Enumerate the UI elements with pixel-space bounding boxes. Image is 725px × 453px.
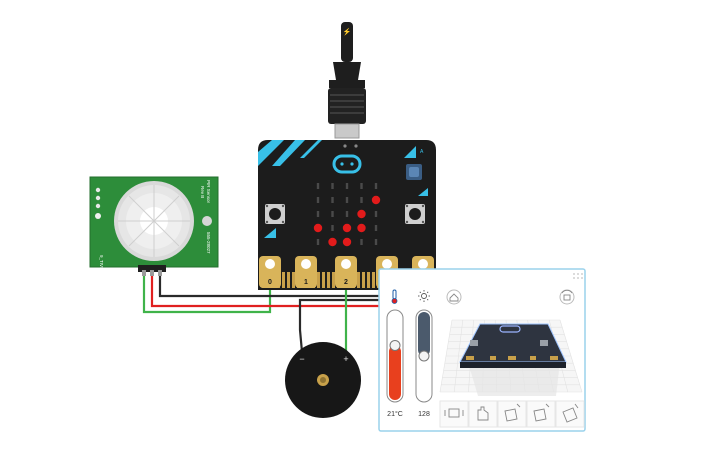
- led-off: [331, 197, 334, 203]
- pin-pad-1[interactable]: [295, 256, 317, 288]
- pin-hole: [382, 259, 392, 269]
- pin-label: 1: [304, 279, 308, 286]
- pir-sensor[interactable]: 9_TIV8ONIH PIR Sensor Rev B 555-28027: [89, 176, 219, 281]
- gesture-button-tilt-left[interactable]: [497, 400, 527, 428]
- pin-label: 2: [344, 279, 348, 286]
- orientation-3d-view[interactable]: [439, 319, 583, 396]
- led-on: [371, 195, 381, 205]
- accent-stripe: [264, 228, 276, 238]
- led-off: [345, 197, 349, 203]
- grid-line: [453, 319, 464, 393]
- led-off: [316, 183, 320, 189]
- led-on: [357, 223, 366, 233]
- led-off: [345, 211, 349, 217]
- temperature-value: 21°C: [387, 410, 403, 418]
- led-on: [357, 209, 366, 219]
- accent-stripe: [300, 140, 322, 158]
- accent-stripe: [418, 188, 428, 196]
- led-on: [342, 237, 352, 247]
- pin-label: 0: [268, 279, 272, 286]
- piezo-buzzer[interactable]: − +: [285, 342, 361, 418]
- led-off: [360, 183, 363, 189]
- wire-green-pir-to-pin0: [142, 270, 272, 314]
- pir-rev-label: Rev B: [200, 186, 205, 198]
- edge-pad: [282, 272, 285, 288]
- shake-icon: [448, 408, 460, 418]
- pin-pad-2[interactable]: [335, 256, 357, 288]
- led-off: [374, 225, 378, 231]
- gesture-bar: [439, 400, 585, 428]
- button-b[interactable]: [405, 204, 425, 224]
- edge-pad: [327, 272, 330, 288]
- led-off: [316, 239, 320, 245]
- usb-cable[interactable]: ⚡: [328, 22, 366, 139]
- light-slider[interactable]: [415, 309, 433, 403]
- led-off: [331, 183, 334, 189]
- svg-text:A: A: [420, 149, 424, 155]
- edge-pad: [362, 272, 365, 288]
- microbit-board[interactable]: A 0123VGND: [258, 140, 436, 290]
- button-a[interactable]: [265, 204, 285, 224]
- gesture-button-tilt-up[interactable]: [555, 400, 585, 428]
- sun-icon: [418, 290, 430, 302]
- pin-hole: [301, 259, 311, 269]
- led-off: [316, 211, 320, 217]
- led-off: [331, 211, 334, 217]
- tilt-left-icon: [504, 403, 521, 422]
- edge-pad: [287, 272, 290, 288]
- led-off: [374, 183, 378, 189]
- light-value: 128: [418, 411, 430, 418]
- gesture-button-tilt-right[interactable]: [526, 400, 556, 428]
- thermometer-icon: [391, 289, 398, 304]
- accent-stripe: [258, 140, 284, 166]
- grid-line: [439, 319, 453, 393]
- led-off: [345, 183, 349, 189]
- edge-pad: [292, 272, 295, 288]
- pin-hole: [341, 259, 351, 269]
- led-off: [374, 239, 378, 245]
- edge-pad: [322, 272, 325, 288]
- accent-stripe: [272, 140, 305, 166]
- rotate-icon[interactable]: [559, 289, 575, 305]
- led-off: [331, 225, 334, 231]
- edge-pad: [367, 272, 370, 288]
- led-off: [360, 239, 363, 245]
- buzzer-minus-label: −: [299, 354, 304, 364]
- led-on: [342, 223, 352, 233]
- drag-handle-icon[interactable]: [573, 273, 583, 279]
- pin-hole: [418, 259, 428, 269]
- tilt-right-icon: [533, 403, 550, 422]
- edge-pad: [317, 272, 320, 288]
- sim-panel: 21°C 128: [378, 268, 586, 432]
- edge-pad: [372, 272, 375, 288]
- led-matrix: [313, 183, 381, 247]
- pir-title-label: PIR Sensor: [206, 180, 211, 204]
- buzzer-plus-label: +: [343, 354, 348, 364]
- gesture-button-hand[interactable]: [468, 400, 498, 428]
- grid-line: [559, 319, 583, 393]
- tilt-up-icon: [562, 403, 579, 423]
- led-off: [374, 211, 378, 217]
- gesture-hand-icon: [477, 406, 489, 421]
- edge-pad: [332, 272, 335, 288]
- pir-part-label: 555-28027: [206, 232, 211, 254]
- home-icon[interactable]: [446, 289, 462, 305]
- gesture-button-shake[interactable]: [439, 400, 469, 428]
- pin-pad-0[interactable]: [259, 256, 281, 288]
- accent-stripe: [404, 146, 416, 158]
- usb-bolt-icon: ⚡: [343, 27, 352, 36]
- led-on: [313, 223, 323, 233]
- led-off: [316, 197, 320, 203]
- led-off: [360, 197, 363, 203]
- touch-logo[interactable]: [332, 154, 362, 174]
- temperature-slider[interactable]: [386, 309, 404, 403]
- pir-left-label: 9_TIV8ONIH: [99, 255, 104, 281]
- pin-hole: [265, 259, 275, 269]
- edge-pad: [357, 272, 360, 288]
- led-on: [328, 237, 337, 247]
